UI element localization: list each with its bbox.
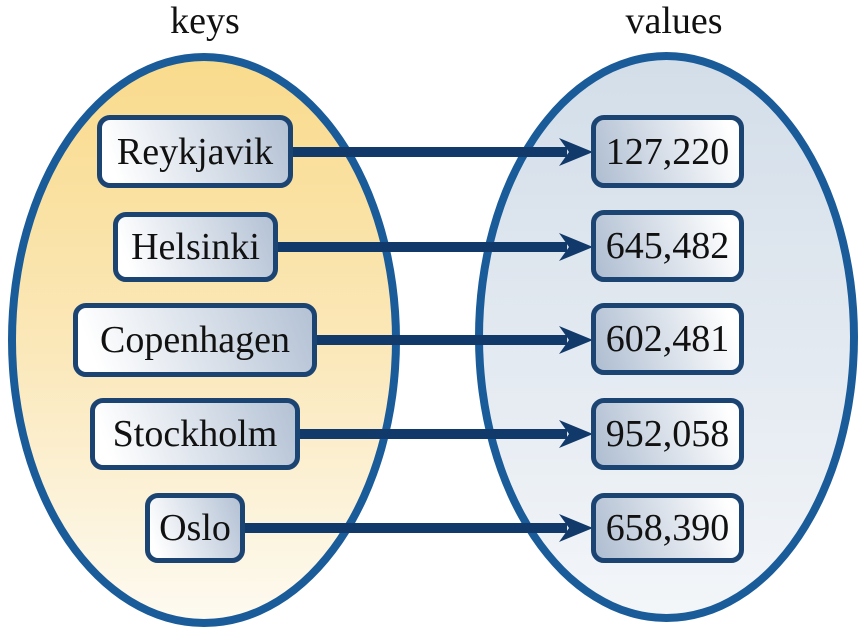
mapping-arrow-copenhagen (312, 325, 593, 355)
mapping-arrow-helsinki (273, 232, 593, 262)
arrow-shaft (240, 523, 567, 533)
key-node-copenhagen: Copenhagen (73, 303, 317, 377)
arrow-shaft (273, 242, 567, 252)
arrowhead-icon (559, 420, 593, 448)
arrow-shaft (295, 429, 567, 439)
mapping-arrow-reykjavik (288, 137, 593, 167)
value-node-helsinki-population: 645,482 (591, 210, 744, 282)
value-node-oslo-population: 658,390 (591, 493, 744, 563)
arrowhead-icon (559, 138, 593, 166)
arrowhead-icon (559, 326, 593, 354)
arrowhead-icon (559, 233, 593, 261)
arrow-shaft (312, 335, 567, 345)
value-node-copenhagen-population: 602,481 (591, 303, 744, 375)
arrowhead-icon (559, 514, 593, 542)
value-node-stockholm-population: 952,058 (591, 398, 744, 470)
key-node-helsinki: Helsinki (113, 212, 278, 282)
key-node-oslo: Oslo (145, 493, 245, 563)
mapping-arrow-stockholm (295, 419, 593, 449)
values-set-label: values (625, 0, 723, 42)
key-node-reykjavik: Reykjavik (97, 115, 293, 188)
key-node-stockholm: Stockholm (90, 398, 300, 470)
value-node-reykjavik-population: 127,220 (591, 115, 744, 188)
keys-set-label: keys (170, 0, 240, 42)
mapping-arrow-oslo (240, 513, 593, 543)
arrow-shaft (288, 147, 567, 157)
